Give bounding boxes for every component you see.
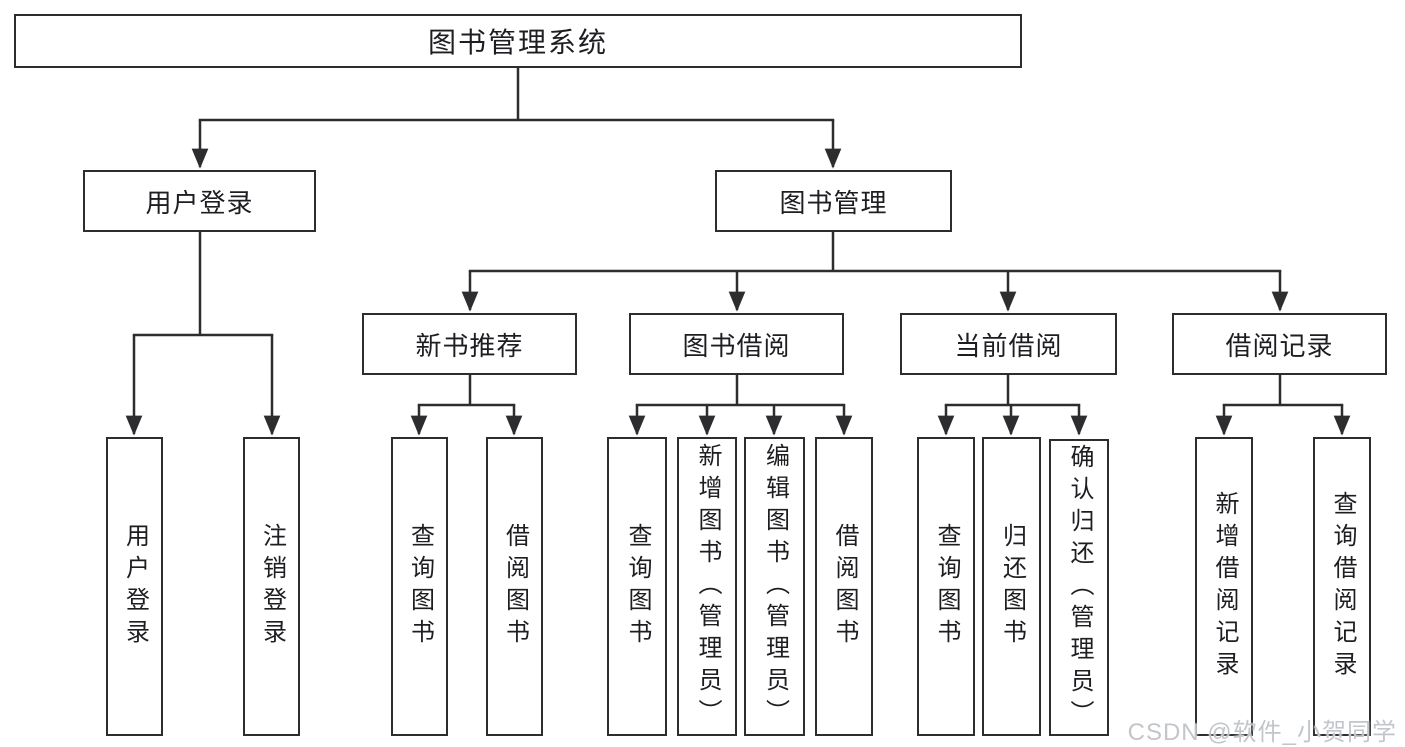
leaf-borrow-books-recommend: 借阅图书 <box>486 437 543 736</box>
node-label: 用户登录 <box>121 522 149 651</box>
node-root-system: 图书管理系统 <box>14 14 1022 68</box>
leaf-return-books: 归还图书 <box>982 437 1041 736</box>
leaf-edit-books-admin: 编辑图书（管理员） <box>744 437 805 736</box>
node-current-borrow: 当前借阅 <box>900 313 1117 375</box>
node-label: 借阅图书 <box>831 522 858 651</box>
leaf-add-borrow-record: 新增借阅记录 <box>1195 437 1253 736</box>
node-label: 归还图书 <box>998 522 1026 651</box>
node-book-borrow: 图书借阅 <box>629 313 844 375</box>
node-label: 新书推荐 <box>415 330 524 361</box>
leaf-query-books-recommend: 查询图书 <box>391 437 448 736</box>
leaf-query-books-borrow: 查询图书 <box>607 437 667 736</box>
node-label: 图书管理 <box>779 187 888 218</box>
node-label: 注销登录 <box>258 522 286 651</box>
node-label: 用户登录 <box>145 187 254 218</box>
csdn-watermark: CSDN @软件_小贺同学 <box>1127 719 1397 746</box>
node-book-management: 图书管理 <box>715 170 952 232</box>
leaf-add-books-admin: 新增图书（管理员） <box>677 437 737 736</box>
leaf-logout-login: 注销登录 <box>243 437 300 736</box>
node-label: 借阅图书 <box>501 522 529 651</box>
node-label: 借阅记录 <box>1225 330 1334 361</box>
leaf-user-login: 用户登录 <box>106 437 163 736</box>
node-user-login: 用户登录 <box>83 170 316 232</box>
node-label: 确认归还（管理员） <box>1066 443 1093 732</box>
node-label: 编辑图书（管理员） <box>761 442 789 731</box>
leaf-query-books-current: 查询图书 <box>917 437 975 736</box>
node-label: 图书借阅 <box>682 330 791 361</box>
node-label: 查询图书 <box>624 522 651 651</box>
node-label: 图书管理系统 <box>427 27 608 58</box>
leaf-confirm-return-admin: 确认归还（管理员） <box>1049 439 1109 736</box>
node-label: 查询图书 <box>933 522 960 651</box>
leaf-borrow-books: 借阅图书 <box>815 437 873 736</box>
node-label: 查询图书 <box>406 522 434 651</box>
node-label: 新增图书（管理员） <box>694 442 721 731</box>
node-label: 当前借阅 <box>954 330 1063 361</box>
node-label: 新增借阅记录 <box>1211 490 1238 683</box>
node-borrow-record: 借阅记录 <box>1172 313 1387 375</box>
leaf-query-borrow-record: 查询借阅记录 <box>1313 437 1371 736</box>
node-new-book-recommend: 新书推荐 <box>362 313 577 375</box>
node-label: 查询借阅记录 <box>1329 490 1356 683</box>
